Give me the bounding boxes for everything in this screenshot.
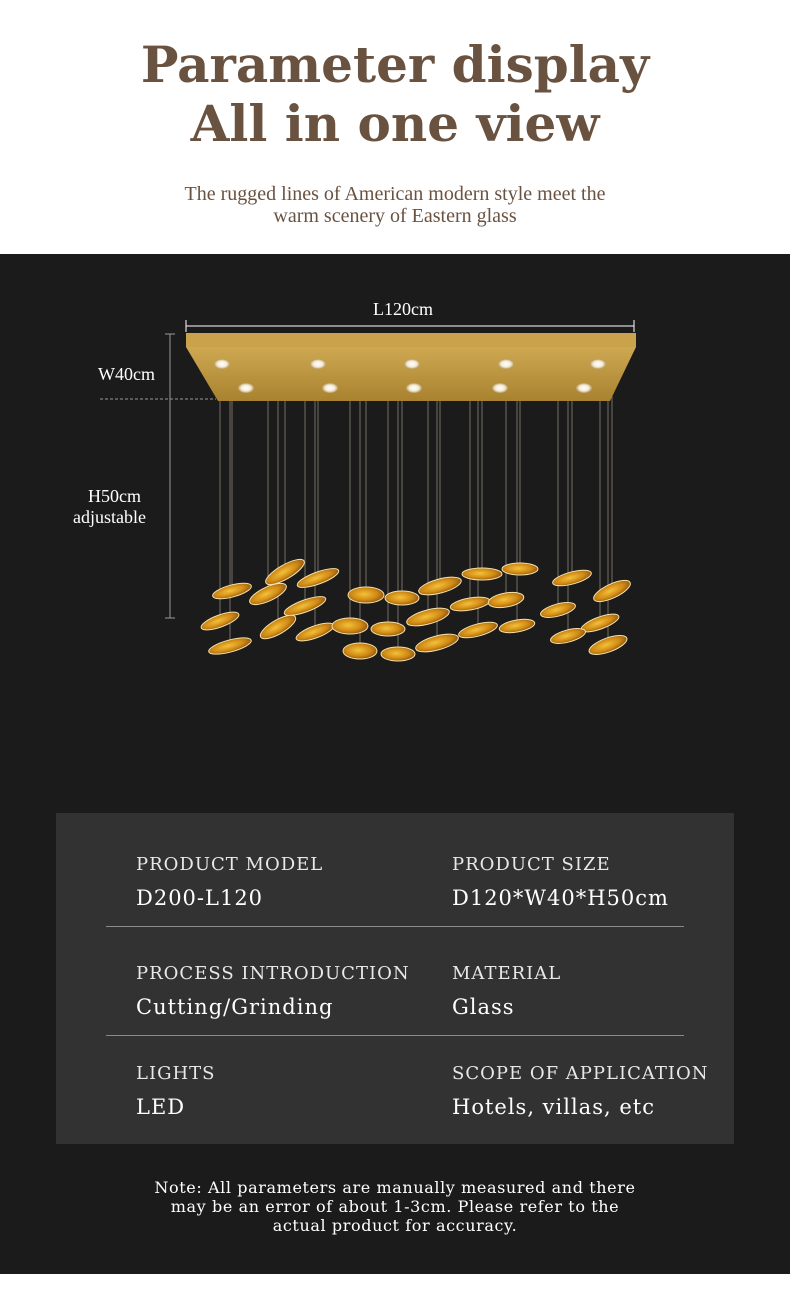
- spec-label: PROCESS INTRODUCTION: [136, 963, 410, 984]
- glass-piece: [208, 637, 252, 655]
- spec-value: D200-L120: [136, 886, 264, 910]
- glass-piece: [370, 621, 406, 637]
- glass-piece: [588, 635, 628, 655]
- led-light: [322, 383, 338, 393]
- spec-label: MATERIAL: [452, 963, 562, 984]
- page-title-line1: Parameter display: [140, 35, 650, 94]
- dimension-diagram: L120cm W40cm H50cm adjustable: [0, 254, 790, 694]
- subtitle-line2: warm scenery of Eastern glass: [273, 205, 517, 227]
- led-light: [492, 383, 508, 393]
- led-light: [576, 383, 592, 393]
- led-light: [238, 383, 254, 393]
- glass-piece: [347, 586, 385, 604]
- spec-product-size: PRODUCT SIZE D120*W40*H50cm: [452, 853, 669, 912]
- glass-piece: [259, 614, 297, 640]
- page-title-line2: All in one view: [190, 94, 600, 153]
- led-lights: [214, 359, 606, 393]
- spec-scope: SCOPE OF APPLICATION Hotels, villas, etc: [452, 1062, 709, 1121]
- spec-value: D120*W40*H50cm: [452, 886, 669, 910]
- height-label-line2: adjustable: [73, 507, 146, 527]
- spec-value: Cutting/Grinding: [136, 995, 334, 1019]
- glass-piece: [342, 642, 378, 660]
- glass-piece: [418, 576, 462, 596]
- spec-divider: [106, 1035, 684, 1036]
- led-light: [310, 359, 326, 369]
- spec-value: Hotels, villas, etc: [452, 1095, 655, 1119]
- length-label: L120cm: [373, 299, 433, 319]
- spec-material: MATERIAL Glass: [452, 962, 561, 1021]
- note-line2: may be an error of about 1-3cm. Please r…: [170, 1197, 620, 1216]
- width-label: W40cm: [98, 364, 155, 384]
- spec-label: SCOPE OF APPLICATION: [452, 1063, 709, 1084]
- height-label-line1: H50cm: [88, 486, 141, 506]
- glass-piece: [461, 567, 503, 581]
- glass-piece: [501, 562, 539, 576]
- subtitle-line1: The rugged lines of American modern styl…: [184, 183, 606, 205]
- header-section: Parameter display All in one view The ru…: [0, 0, 790, 254]
- glass-piece: [265, 558, 305, 586]
- note-line3: actual product for accuracy.: [272, 1216, 518, 1235]
- glass-piece: [406, 607, 450, 627]
- glass-piece: [550, 628, 586, 644]
- glass-piece: [593, 579, 631, 603]
- spec-label: LIGHTS: [136, 1063, 216, 1084]
- glass-piece: [487, 591, 525, 609]
- glass-piece: [458, 621, 498, 639]
- spec-value: Glass: [452, 995, 515, 1019]
- glass-piece: [212, 582, 252, 600]
- spec-label: PRODUCT MODEL: [136, 854, 324, 875]
- ceiling-plate-edge: [186, 333, 636, 347]
- led-light: [214, 359, 230, 369]
- glass-piece: [331, 617, 369, 635]
- glass-piece: [380, 646, 416, 662]
- glass-pieces: [200, 558, 631, 662]
- glass-piece: [296, 568, 340, 588]
- chandelier-illustration: [100, 320, 636, 662]
- led-light: [404, 359, 420, 369]
- glass-piece: [384, 590, 420, 606]
- glass-piece: [415, 633, 459, 653]
- spec-value: LED: [136, 1095, 186, 1119]
- glass-piece: [552, 569, 592, 587]
- glass-piece: [249, 582, 287, 606]
- note-line1: Note: All parameters are manually measur…: [154, 1178, 636, 1197]
- spec-panel: PRODUCT MODEL D200-L120 PRODUCT SIZE D12…: [56, 813, 734, 1144]
- glass-piece: [449, 596, 491, 612]
- spec-product-model: PRODUCT MODEL D200-L120: [136, 853, 323, 912]
- glass-piece: [283, 596, 327, 616]
- led-light: [498, 359, 514, 369]
- spec-label: PRODUCT SIZE: [452, 854, 611, 875]
- disclaimer-note: Note: All parameters are manually measur…: [100, 1178, 690, 1235]
- spec-process: PROCESS INTRODUCTION Cutting/Grinding: [136, 962, 410, 1021]
- glass-piece: [200, 611, 240, 631]
- spec-lights: LIGHTS LED: [136, 1062, 215, 1121]
- led-light: [406, 383, 422, 393]
- glass-piece: [540, 602, 576, 618]
- glass-piece: [498, 618, 536, 634]
- spec-divider: [106, 926, 684, 927]
- led-light: [590, 359, 606, 369]
